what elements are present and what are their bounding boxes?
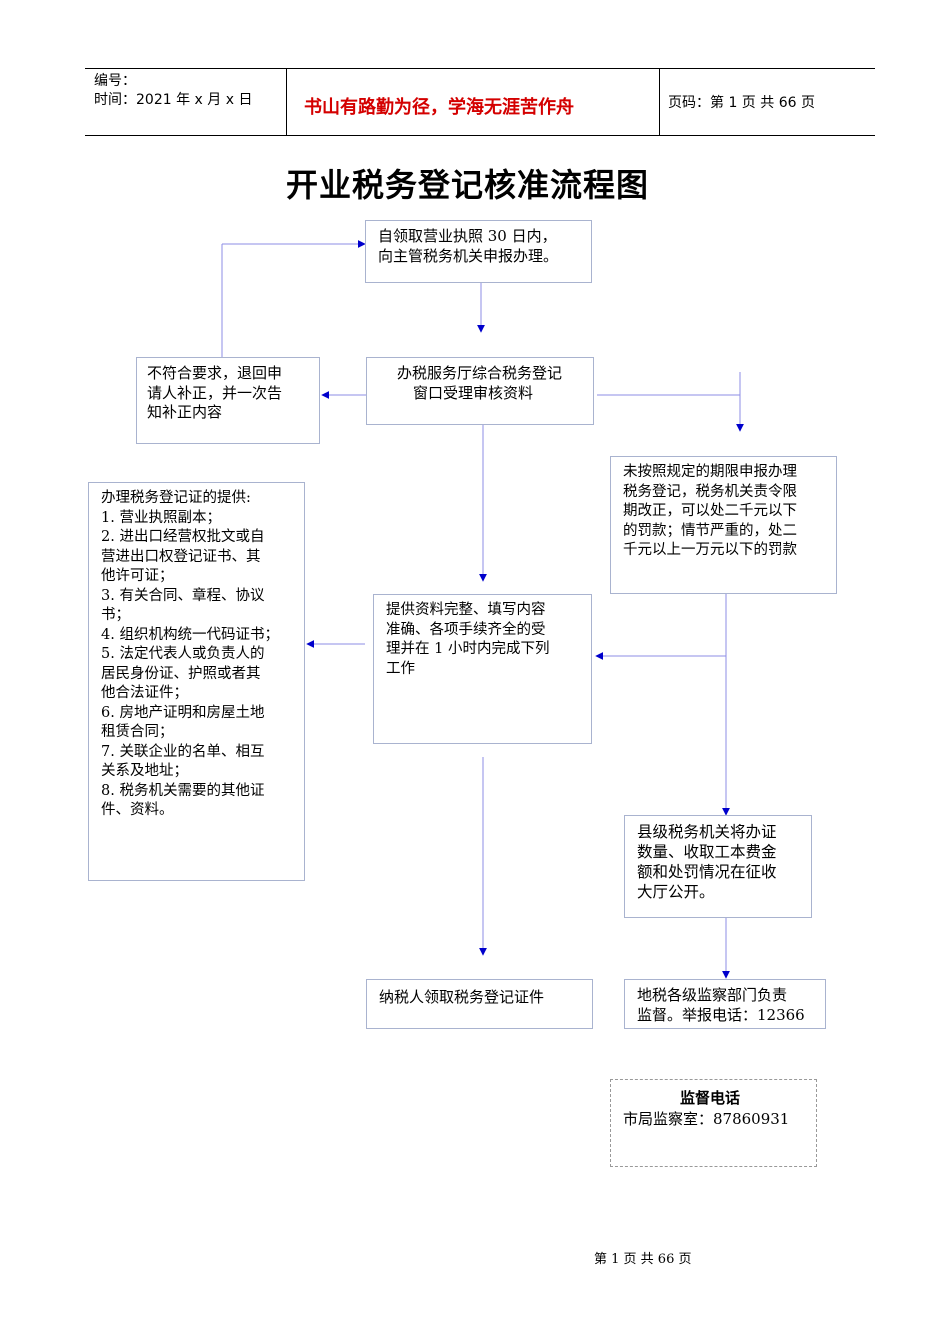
required-documents-box: 办理税务登记证的提供: 1. 营业执照副本； 2. 进出口经营权批文或自 营进出… bbox=[88, 482, 305, 881]
box-line: 期改正，可以处二千元以下 bbox=[623, 503, 797, 519]
box-line: 未按照规定的期限申报办理 bbox=[623, 464, 797, 480]
doc-line: 5. 法定代表人或负责人的 bbox=[101, 646, 265, 662]
box-line: 数量、收取工本费金 bbox=[637, 843, 777, 861]
box-line: 税务登记，税务机关责令限 bbox=[623, 483, 797, 500]
doc-line: 4. 组织机构统一代码证书； bbox=[101, 626, 279, 643]
doc-line: 8. 税务机关需要的其他证 bbox=[101, 782, 265, 799]
box-line: 准确、各项手续齐全的受 bbox=[386, 621, 546, 638]
complete-processing-box: 提供资料完整、填写内容 准确、各项手续齐全的受 理并在 1 小时内完成下列 工作 bbox=[373, 594, 592, 744]
box-line: 的罚款；情节严重的，处二 bbox=[623, 522, 797, 539]
hotline-title: 监督电话 bbox=[680, 1089, 741, 1107]
box-line: 请人补正，并一次告 bbox=[147, 383, 283, 402]
hotline-number: 市局监察室：87860931 bbox=[623, 1110, 790, 1128]
box-line: 额和处罚情况在征收 bbox=[637, 863, 777, 881]
doc-line: 租赁合同； bbox=[101, 724, 174, 740]
page-indicator: 页码：第 1 页 共 66 页 bbox=[668, 95, 815, 111]
doc-line: 书； bbox=[101, 607, 130, 623]
document-number: 编号： bbox=[94, 73, 136, 89]
review-box: 办税服务厅综合税务登记 窗口受理审核资料 bbox=[366, 357, 594, 425]
reject-box: 不符合要求，退回申 请人补正，并一次告 知补正内容 bbox=[136, 357, 320, 444]
box-line: 地税各级监察部门负责 bbox=[637, 986, 788, 1004]
box-line: 不符合要求，退回申 bbox=[147, 364, 283, 382]
doc-line: 办理税务登记证的提供: bbox=[101, 490, 251, 506]
box-line: 县级税务机关将办证 bbox=[637, 823, 777, 841]
box-line: 大厅公开。 bbox=[637, 883, 715, 901]
box-line: 向主管税务机关申报办理。 bbox=[378, 246, 559, 265]
box-line: 纳税人领取税务登记证件 bbox=[379, 988, 545, 1006]
doc-line: 6. 房地产证明和房屋土地 bbox=[101, 704, 265, 721]
apply-deadline-box: 自领取营业执照 30 日内， 向主管税务机关申报办理。 bbox=[365, 220, 592, 283]
box-line: 监督。举报电话：12366 bbox=[637, 1005, 805, 1024]
doc-line: 件、资料。 bbox=[101, 802, 174, 818]
box-line: 提供资料完整、填写内容 bbox=[386, 602, 546, 618]
box-line: 千元以上一万元以下的罚款 bbox=[623, 542, 797, 558]
box-line: 理并在 1 小时内完成下列 bbox=[386, 641, 550, 657]
doc-line: 营进出口权登记证书、其 bbox=[101, 548, 261, 565]
supervision-box: 地税各级监察部门负责 监督。举报电话：12366 bbox=[624, 979, 826, 1029]
doc-line: 3. 有关合同、章程、协议 bbox=[101, 587, 265, 604]
publicize-box: 县级税务机关将办证 数量、收取工本费金 额和处罚情况在征收 大厅公开。 bbox=[624, 815, 812, 918]
box-line: 知补正内容 bbox=[147, 403, 223, 421]
doc-line: 他合法证件； bbox=[101, 685, 188, 701]
doc-line: 2. 进出口经营权批文或自 bbox=[101, 529, 265, 545]
page-footer: 第 1 页 共 66 页 bbox=[594, 1252, 692, 1267]
doc-line: 7. 关联企业的名单、相互 bbox=[101, 743, 265, 760]
page-title: 开业税务登记核准流程图 bbox=[286, 166, 650, 204]
document-date: 时间：2021 年 x 月 x 日 bbox=[94, 92, 253, 108]
hotline-box bbox=[610, 1079, 817, 1167]
motto: 书山有路勤为径，学海无涯苦作舟 bbox=[304, 97, 574, 118]
doc-line: 关系及地址； bbox=[101, 763, 188, 779]
box-line: 工作 bbox=[386, 660, 415, 677]
doc-line: 1. 营业执照副本； bbox=[101, 509, 221, 526]
doc-line: 他许可证； bbox=[101, 568, 174, 584]
penalty-box: 未按照规定的期限申报办理 税务登记，税务机关责令限 期改正，可以处二千元以下 的… bbox=[610, 456, 837, 594]
box-line: 办税服务厅综合税务登记 bbox=[397, 364, 563, 382]
doc-line: 居民身份证、护照或者其 bbox=[101, 665, 261, 682]
box-line: 窗口受理审核资料 bbox=[413, 383, 534, 402]
box-line: 自领取营业执照 30 日内， bbox=[378, 227, 557, 245]
receive-certificate-box: 纳税人领取税务登记证件 bbox=[366, 979, 593, 1029]
